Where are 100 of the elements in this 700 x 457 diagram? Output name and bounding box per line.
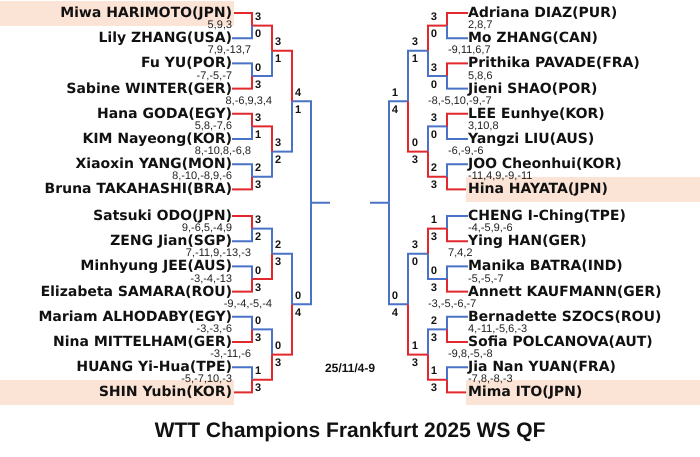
game-scores: 2,8,7: [468, 20, 492, 32]
set-score: 1: [275, 54, 282, 66]
player-name: HUANG Yi-Hua(TPE): [76, 360, 232, 374]
set-score: 3: [255, 383, 262, 394]
game-scores: -9,11,6,7: [448, 45, 491, 56]
game-scores: 7,-11,9,-13,-3: [186, 248, 251, 260]
player-name: Lily ZHANG(USA): [98, 31, 232, 46]
set-score: 0: [430, 266, 437, 276]
player-name: Sofia POLCANOVA(AUT): [468, 335, 653, 349]
player-name: Mariam ALHODABY(EGY): [38, 310, 232, 324]
set-score: 0: [430, 130, 437, 141]
set-score: 1: [430, 215, 437, 226]
set-score: 3: [412, 37, 418, 48]
game-scores: 5,8,-7,6: [194, 120, 232, 132]
bracket-line: [446, 112, 468, 140]
bracket-line: [446, 366, 468, 394]
set-score: 3: [275, 37, 282, 48]
set-score: 3: [430, 332, 437, 344]
game-scores: 5,8,6: [468, 70, 492, 82]
set-score: 1: [255, 130, 262, 141]
game-scores: -3,-3,-6: [196, 324, 232, 335]
player-name: Bruna TAKAHASHI(BRA): [44, 182, 232, 196]
game-scores: -9,-4,-5,-4: [224, 298, 272, 310]
set-score: 3: [430, 383, 437, 394]
set-score: 3: [430, 12, 437, 24]
set-score: 0: [255, 266, 262, 276]
set-score: 3: [412, 240, 418, 252]
set-score: 2: [430, 163, 437, 174]
set-score: 2: [430, 316, 437, 327]
bracket-line: [232, 265, 253, 293]
set-score: 0: [412, 138, 418, 150]
set-score: 3: [430, 180, 437, 192]
player-name: CHENG I-Ching(TPE): [468, 209, 626, 223]
set-score: 0: [430, 29, 437, 40]
event-dates: 25/11/4-9: [324, 362, 376, 374]
set-score: 1: [430, 366, 437, 378]
set-score: 0: [275, 341, 282, 352]
set-score: 3: [412, 358, 418, 370]
player-name: Bernadette SZOCS(ROU): [468, 310, 662, 324]
player-name: Manika BATRA(IND): [468, 259, 623, 274]
set-score: 0: [295, 290, 302, 302]
game-scores: 7,9,-13,7: [208, 45, 251, 56]
game-scores: 7,4,2: [448, 248, 472, 260]
set-score: 3: [412, 155, 418, 166]
set-score: 1: [255, 366, 262, 378]
player-name: Xiaoxin YANG(MON): [75, 157, 232, 172]
set-score: 0: [430, 80, 437, 90]
bracket-line: [232, 62, 253, 90]
set-score: 3: [430, 282, 437, 294]
bracket-line: [446, 12, 468, 40]
set-score: 3: [430, 112, 437, 124]
game-scores: -3,-11,-6: [210, 349, 251, 360]
game-scores: -4,-5,9,-6: [468, 223, 513, 234]
set-score: 4: [295, 88, 302, 99]
set-score: 1: [412, 341, 418, 352]
bracket-line: [446, 316, 468, 343]
game-scores: 8,-6,9,3,4: [226, 96, 272, 107]
player-name: Adriana DIAZ(PUR): [468, 6, 618, 20]
bracket-line: [446, 62, 468, 90]
set-score: 3: [275, 358, 282, 370]
set-score: 3: [255, 112, 262, 124]
set-score: 1: [295, 104, 302, 116]
set-score: 3: [255, 12, 262, 24]
set-score: 0: [255, 316, 262, 327]
set-score: 2: [255, 163, 262, 174]
player-name: Nina MITTELHAM(GER): [53, 335, 232, 349]
set-score: 3: [275, 138, 282, 150]
bracket-line: [232, 112, 253, 140]
set-score: 3: [430, 232, 437, 244]
player-name: KIM Nayeong(KOR): [82, 132, 232, 146]
game-scores: 8,-10,8,-6,8: [194, 146, 251, 158]
player-name: Yangzi LIU(AUS): [468, 132, 594, 146]
player-name: Ying HAN(GER): [468, 234, 587, 248]
game-scores: 4,-11,-5,6,-3: [468, 324, 528, 335]
player-name: Mo ZHANG(CAN): [468, 31, 598, 46]
game-scores: -9,8,-5,-8: [448, 349, 493, 360]
set-score: 2: [275, 240, 282, 252]
set-score: 3: [255, 332, 262, 344]
set-score: 1: [412, 54, 418, 66]
set-score: 4: [392, 308, 398, 319]
bracket-line: [446, 163, 468, 190]
set-score: 0: [255, 62, 262, 74]
set-score: 2: [275, 155, 282, 166]
player-name: Jieni SHAO(POR): [468, 82, 598, 96]
player-name: JOO Cheonhui(KOR): [468, 157, 622, 172]
set-score: 1: [392, 88, 398, 99]
bracket-line: [232, 366, 253, 394]
player-name: LEE Eunhye(KOR): [468, 106, 605, 121]
player-name: Elizabeta SAMARA(ROU): [40, 284, 232, 299]
player-name: Satsuki ODO(JPN): [93, 209, 232, 223]
player-name: Hana GODA(EGY): [97, 106, 232, 121]
game-scores: 9,-6,5,-4,9: [182, 223, 232, 234]
bracket-line: [446, 265, 468, 293]
player-name: Sabine WINTER(GER): [66, 82, 232, 96]
set-score: 4: [295, 308, 302, 319]
game-scores: -3,-4,-13: [190, 274, 232, 284]
player-name: Prithika PAVADE(FRA): [468, 56, 640, 70]
player-name: Minhyung JEE(AUS): [80, 259, 232, 274]
game-scores: -7,-5,-7: [196, 70, 232, 82]
game-scores: -6,-9,-6: [448, 146, 484, 158]
